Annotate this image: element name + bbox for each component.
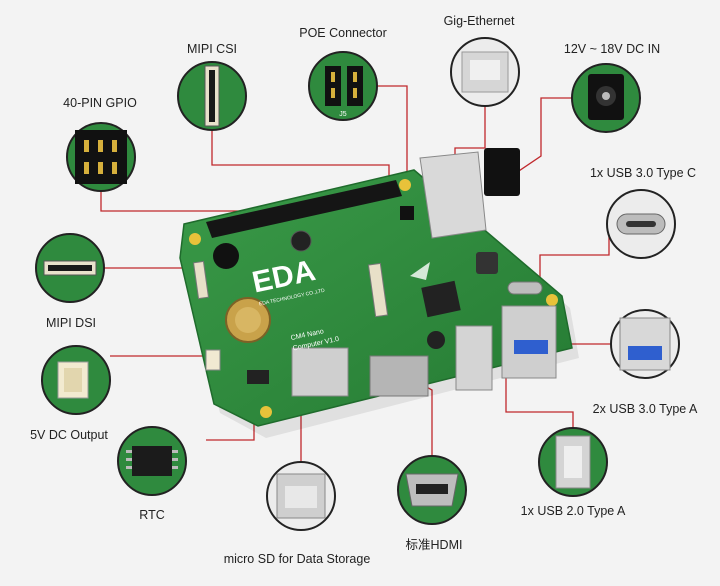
callout-sd — [266, 461, 336, 531]
label-micro-sd: micro SD for Data Storage — [223, 552, 371, 566]
label-usb-c: 1x USB 3.0 Type C — [589, 166, 697, 180]
callout-usb3a — [610, 309, 680, 379]
label-5v-dc-output: 5V DC Output — [30, 428, 108, 442]
callout-dc-in — [571, 63, 641, 133]
rtc-chip — [247, 370, 269, 384]
callout-gig-ethernet — [450, 37, 520, 107]
dc-jack — [484, 148, 520, 196]
callout-usb2a — [538, 427, 608, 497]
hdmi-port — [369, 355, 429, 397]
callout-dc-out — [41, 345, 111, 415]
capacitor — [290, 230, 312, 252]
callout-mipi-csi — [177, 61, 247, 131]
dc-out-connector — [205, 349, 221, 371]
usb2a-port — [455, 325, 493, 391]
callout-usb-c — [606, 189, 676, 259]
callout-gpio — [66, 122, 136, 192]
usb-c-port — [507, 281, 543, 295]
callout-poe: J5 — [308, 51, 378, 121]
label-usb3a: 2x USB 3.0 Type A — [592, 402, 698, 416]
callout-mipi-dsi — [35, 233, 105, 303]
ethernet-port — [419, 151, 487, 239]
inductor — [476, 252, 498, 274]
label-dc-in: 12V ~ 18V DC IN — [563, 42, 661, 56]
label-rtc: RTC — [139, 508, 165, 522]
dsi-connector — [192, 260, 210, 300]
mounting-hole — [399, 179, 411, 191]
mounting-hole — [189, 233, 201, 245]
poe-pin-label: J5 — [339, 111, 347, 118]
label-40-pin-gpio: 40-PIN GPIO — [63, 96, 137, 110]
label-gig-ethernet: Gig-Ethernet — [443, 14, 515, 28]
callouts: J5 — [35, 37, 680, 531]
label-hdmi: 标准HDMI — [405, 538, 463, 552]
label-mipi-dsi: MIPI DSI — [45, 316, 97, 330]
leader-usb-c — [539, 224, 610, 282]
capacitor — [427, 331, 445, 349]
mounting-hole — [260, 406, 272, 418]
sd-slot — [291, 347, 349, 397]
poe-header — [400, 206, 414, 220]
mounting-hole — [546, 294, 558, 306]
buzzer — [213, 243, 239, 269]
callout-rtc — [117, 426, 187, 496]
callout-hdmi — [397, 455, 467, 525]
gpio-header — [206, 180, 402, 238]
label-poe-connector: POE Connector — [299, 26, 387, 40]
csi-connector — [367, 262, 389, 318]
label-usb2a: 1x USB 2.0 Type A — [520, 504, 626, 518]
cm4-nano-board — [179, 148, 579, 438]
warning-logo — [410, 262, 430, 280]
label-mipi-csi: MIPI CSI — [186, 42, 238, 56]
soc-chip — [421, 280, 461, 318]
leader-dc-in — [503, 97, 575, 182]
